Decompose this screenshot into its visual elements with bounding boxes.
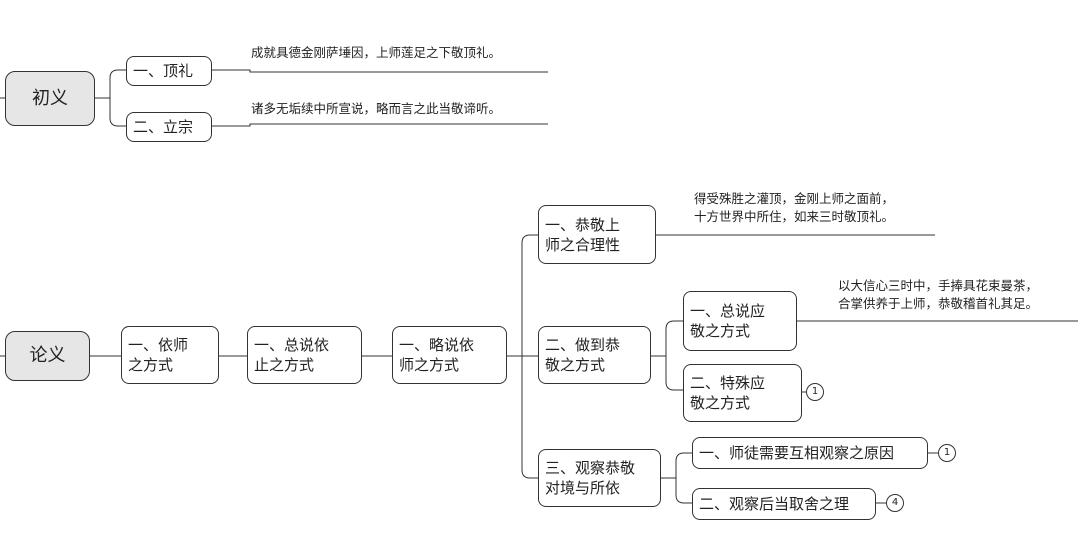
note-dingli: 成就具德金刚萨埵因，上师莲足之下敬顶礼。 [251,45,502,60]
node-zuodao-gongjing[interactable]: 二、做到恭 敬之方式 [538,326,651,384]
node-quyshe-zhili[interactable]: 二、观察后当取舍之理 [692,488,876,520]
root-chuyi[interactable]: 初义 [5,71,95,126]
root-lunyi[interactable]: 论义 [5,331,90,381]
note-gongjing: 得受殊胜之灌顶，金刚上师之面前， 十方世界中所住，如来三时敬顶礼。 [694,191,895,224]
node-teshu-yingjing[interactable]: 二、特殊应 敬之方式 [683,364,802,422]
node-dingli[interactable]: 一、顶礼 [126,56,212,86]
node-lizong[interactable]: 二、立宗 [126,112,212,142]
badge-quyshe-zhili[interactable]: 4 [886,494,904,512]
node-lueshuo-yishi[interactable]: 一、略说依 师之方式 [392,326,507,384]
badge-teshu-yingjing[interactable]: 1 [806,383,824,401]
node-shitu-guancha[interactable]: 一、师徒需要互相观察之原因 [692,437,928,469]
note-lizong: 诸多无垢续中所宣说，略而言之此当敬谛听。 [251,101,502,116]
node-zongshuo-yizhi[interactable]: 一、总说依 止之方式 [247,326,362,384]
node-guancha-duijing[interactable]: 三、观察恭敬 对境与所依 [538,449,661,507]
node-gongjing-helixing[interactable]: 一、恭敬上 师之合理性 [538,205,656,264]
node-zongshuo-yingjing[interactable]: 一、总说应 敬之方式 [683,291,797,351]
badge-shitu-guancha[interactable]: 1 [938,444,956,462]
note-zongshuo-yingjing: 以大信心三时中，手捧具花束曼茶， 合掌供养于上师，恭敬稽首礼其足。 [838,278,1039,311]
node-yishi[interactable]: 一、依师 之方式 [121,326,219,384]
